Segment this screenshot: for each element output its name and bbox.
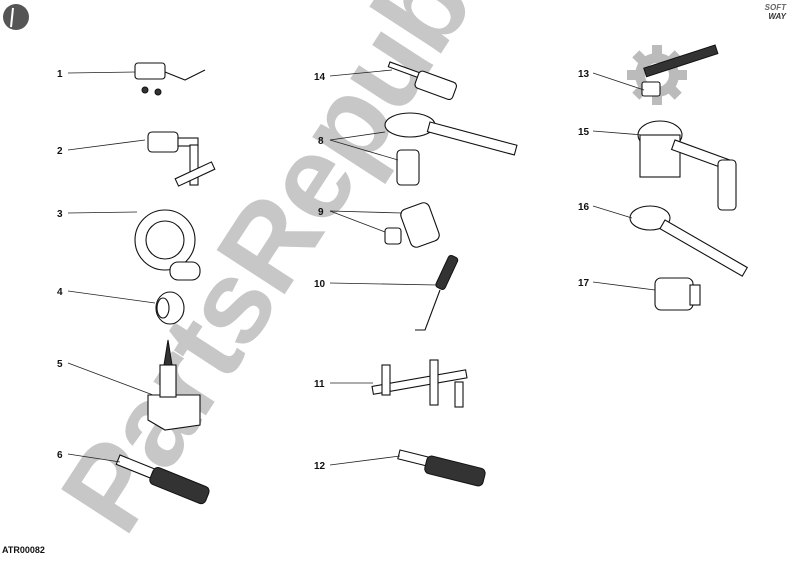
tool-11: [371, 359, 468, 408]
tool-16: [629, 205, 749, 277]
callout-9: 9: [318, 207, 324, 218]
tool-3: [134, 209, 201, 281]
callout-10: 10: [314, 279, 326, 290]
tool-15: [637, 120, 737, 211]
callout-5: 5: [57, 359, 63, 370]
callout-13: 13: [578, 69, 590, 80]
tool-17: [654, 277, 701, 311]
tool-2: [147, 131, 216, 187]
callout-12: 12: [314, 461, 326, 472]
watermark: PartsRepublik: [36, 0, 566, 554]
callout-15: 15: [578, 127, 590, 138]
corner-mark-icon: [3, 4, 29, 30]
callout-2: 2: [57, 146, 63, 157]
tool-12: [397, 449, 486, 487]
tool-5: [147, 339, 201, 431]
callout-14: 14: [314, 72, 326, 83]
callout-11: 11: [314, 379, 325, 390]
reference-code: ATR00082: [2, 545, 45, 555]
callout-4: 4: [57, 287, 63, 298]
logo-line-2: WAY: [768, 12, 786, 21]
tool-1: [134, 62, 206, 96]
logo-line-1: SOFT: [764, 3, 786, 12]
tool-9: [384, 202, 440, 248]
tool-10: [415, 254, 459, 331]
leader-lines: [67, 69, 656, 466]
tool-4: [155, 291, 185, 325]
tool-6: [115, 454, 210, 505]
callout-16: 16: [578, 202, 590, 213]
callout-1: 1: [57, 69, 63, 80]
tool-8: [384, 112, 518, 186]
callout-6: 6: [57, 450, 63, 461]
callout-17: 17: [578, 278, 590, 289]
callout-8: 8: [318, 136, 324, 147]
callout-3: 3: [57, 209, 63, 220]
softway-logo: SOFT WAY: [752, 3, 786, 23]
tool-13: [641, 44, 719, 97]
tool-14: [387, 61, 458, 101]
